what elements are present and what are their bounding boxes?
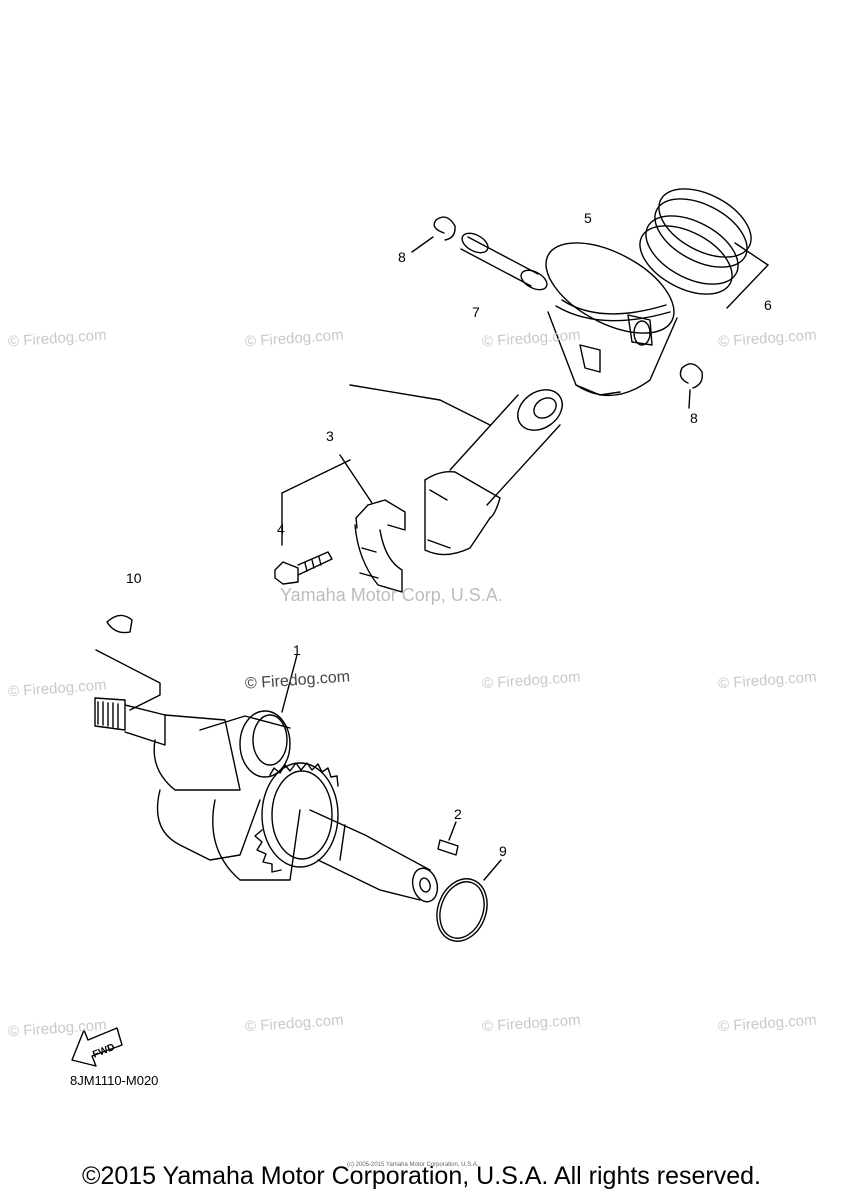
crankshaft-part-1 (94, 654, 439, 903)
rod-bolt-part-4 (274, 551, 333, 585)
rod-cap-part-3 (281, 384, 491, 593)
woodruff-key-part-10 (95, 614, 161, 711)
piston-rings-part-6 (639, 188, 769, 309)
callout-8-left: 8 (398, 249, 406, 265)
fwd-arrow-icon (71, 1027, 123, 1067)
callout-7: 7 (472, 304, 480, 320)
callout-6: 6 (764, 297, 772, 313)
tiny-copyright: (c) 2005-2015 Yamaha Motor Corporation, … (347, 1162, 479, 1168)
copyright-notice: ©2015 Yamaha Motor Corporation, U.S.A. A… (82, 1162, 761, 1190)
callout-9: 9 (499, 843, 507, 859)
diagram-code: 8JM1110-M020 (70, 1073, 159, 1088)
callout-8-right: 8 (690, 410, 698, 426)
piston-part-5 (545, 242, 678, 396)
callout-4: 4 (277, 521, 285, 537)
callout-3: 3 (326, 428, 334, 444)
connecting-rod (424, 389, 563, 556)
fwd-label: FWD (91, 1042, 116, 1061)
piston-pin-part-7 (460, 232, 548, 291)
callout-2: 2 (454, 806, 462, 822)
callout-1: 1 (293, 642, 301, 658)
callout-5: 5 (584, 210, 592, 226)
dowel-pin-part-2 (437, 821, 459, 856)
circlips-part-8 (411, 216, 703, 409)
yamaha-watermark: Yamaha Motor Corp, U.S.A. (280, 585, 503, 605)
callout-10: 10 (126, 570, 142, 586)
o-ring-part-9 (436, 859, 502, 942)
